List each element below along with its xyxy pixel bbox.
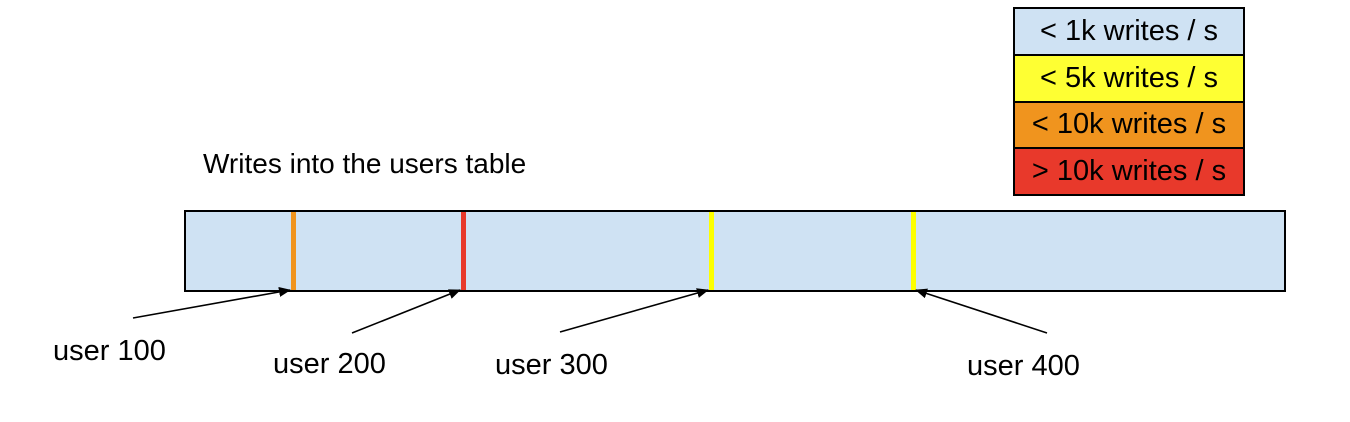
legend-item-lt-5k: < 5k writes / s [1015,55,1243,103]
user-label-3: user 300 [495,349,608,381]
user-label-1: user 100 [53,335,166,367]
legend-item-gt-10k: > 10k writes / s [1015,149,1243,194]
write-hotspot-stripe-1 [290,212,296,290]
diagram-title: Writes into the users table [203,148,527,179]
legend-item-label: < 10k writes / s [1031,108,1227,141]
legend-item-label: < 5k writes / s [1039,61,1219,94]
annotation-arrow-2 [351,289,461,334]
write-hotspot-stripe-3 [708,212,714,290]
legend-item-label: > 10k writes / s [1031,155,1227,188]
legend-item-label: < 1k writes / s [1039,14,1219,47]
users-table-bar [184,210,1286,292]
annotation-arrow-1 [132,287,291,319]
annotation-arrow-3 [559,288,709,333]
legend-item-lt-10k: < 10k writes / s [1015,102,1243,150]
user-label-2: user 200 [273,348,386,380]
write-hotspot-stripe-2 [460,212,466,290]
write-hotspot-stripe-4 [910,212,916,290]
user-label-4: user 400 [967,350,1080,382]
legend: < 1k writes / s < 5k writes / s < 10k wr… [1013,7,1245,196]
annotation-arrow-4 [915,288,1048,334]
legend-item-lt-1k: < 1k writes / s [1015,9,1243,56]
